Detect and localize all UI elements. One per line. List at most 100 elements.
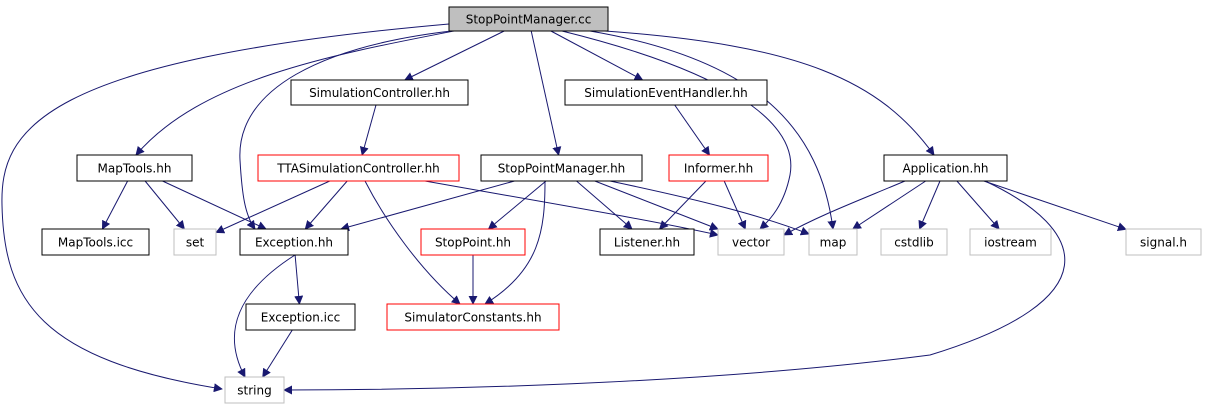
edge-maptools-to-set <box>144 180 185 230</box>
node-box-spmhh <box>480 154 643 182</box>
node-box-maptoolsicc <box>41 228 150 256</box>
edge-ttasim-to-set <box>215 180 331 234</box>
node-box-simctrl <box>290 79 469 106</box>
node-box-set <box>173 228 217 256</box>
edge-root-to-vector <box>561 30 792 230</box>
node-simctrl[interactable]: SimulationController.hh <box>290 79 469 106</box>
node-box-stoppoint <box>420 228 526 256</box>
node-iostream: iostream <box>969 228 1052 256</box>
edge-informer-to-listener <box>658 180 707 230</box>
node-label-ttasim: TTASimulationController.hh <box>276 162 440 176</box>
edge-maptools-to-maptoolsicc <box>101 180 129 230</box>
edge-root-to-app <box>604 30 935 156</box>
node-box-simevt <box>564 79 768 106</box>
node-box-app <box>883 154 1008 182</box>
edge-ttasim-to-vector <box>424 180 719 238</box>
node-label-signal: signal.h <box>1140 236 1187 250</box>
edge-app-to-string <box>283 180 1066 395</box>
node-label-simevt: SimulationEventHandler.hh <box>584 86 747 100</box>
node-vector: vector <box>717 228 785 256</box>
node-simconst[interactable]: SimulatorConstants.hh <box>386 303 560 331</box>
node-exceptionicc[interactable]: Exception.icc <box>245 303 356 331</box>
node-stoppoint[interactable]: StopPoint.hh <box>420 228 526 256</box>
node-label-informer: Informer.hh <box>684 162 753 176</box>
node-label-maptools: MapTools.hh <box>98 162 172 176</box>
edge-simevt-to-informer <box>674 104 711 156</box>
node-box-string <box>224 376 285 404</box>
node-box-signal <box>1125 228 1202 256</box>
edge-root-to-map <box>589 30 837 230</box>
node-app[interactable]: Application.hh <box>883 154 1008 182</box>
node-box-map <box>808 228 858 256</box>
edge-root-to-maptools <box>135 30 455 156</box>
node-spmhh[interactable]: StopPointManager.hh <box>480 154 643 182</box>
node-label-iostream: iostream <box>984 236 1037 250</box>
edge-root-to-spmhh <box>530 30 562 156</box>
node-label-listener: Listener.hh <box>614 236 680 250</box>
node-informer[interactable]: Informer.hh <box>668 154 769 182</box>
edge-ttasim-to-exception <box>304 180 348 230</box>
node-box-listener <box>599 228 695 256</box>
node-box-informer <box>668 154 769 182</box>
edge-app-to-vector <box>783 180 906 236</box>
edge-exception-to-string <box>233 254 296 378</box>
edge-maptools-to-exception <box>162 180 267 230</box>
node-box-root <box>448 6 609 32</box>
edge-root-to-simctrl <box>403 30 505 81</box>
node-ttasim[interactable]: TTASimulationController.hh <box>257 154 460 182</box>
node-box-exception <box>239 228 349 256</box>
edge-ttasim-to-simconst <box>364 180 461 305</box>
edge-layer <box>1 23 1127 395</box>
node-label-string: string <box>237 384 271 398</box>
edge-root-to-simevt <box>550 30 644 81</box>
node-simevt[interactable]: SimulationEventHandler.hh <box>564 79 768 106</box>
node-set: set <box>173 228 217 256</box>
node-label-cstdlib: cstdlib <box>894 236 933 250</box>
edge-root-to-string <box>1 23 450 393</box>
edge-exception-to-exceptionicc <box>294 254 304 305</box>
edge-app-to-iostream <box>956 180 1000 230</box>
node-box-cstdlib <box>880 228 948 256</box>
node-maptoolsicc[interactable]: MapTools.icc <box>41 228 150 256</box>
edge-spmhh-to-vector <box>594 180 719 231</box>
node-label-simctrl: SimulationController.hh <box>309 86 450 100</box>
edge-app-to-signal <box>983 180 1127 231</box>
edge-app-to-cstdlib <box>918 180 941 230</box>
edge-exceptionicc-to-string <box>262 329 293 378</box>
edge-root-to-exception <box>239 29 461 230</box>
node-label-stoppoint: StopPoint.hh <box>435 236 511 250</box>
node-label-set: set <box>186 236 205 250</box>
node-box-maptools <box>76 154 193 182</box>
edge-app-to-map <box>852 180 926 230</box>
node-label-app: Application.hh <box>902 162 988 176</box>
node-label-map: map <box>820 236 847 250</box>
edge-informer-to-vector <box>723 180 747 230</box>
node-layer: StopPointManager.ccSimulationController.… <box>41 6 1202 404</box>
node-label-exceptionicc: Exception.icc <box>261 311 340 325</box>
node-label-root: StopPointManager.cc <box>466 13 592 27</box>
node-label-spmhh: StopPointManager.hh <box>498 162 626 176</box>
node-signal: signal.h <box>1125 228 1202 256</box>
node-cstdlib: cstdlib <box>880 228 948 256</box>
node-box-ttasim <box>257 154 460 182</box>
node-box-exceptionicc <box>245 303 356 331</box>
edge-spmhh-to-exception <box>340 180 515 232</box>
edge-simctrl-to-ttasim <box>359 104 377 156</box>
node-exception[interactable]: Exception.hh <box>239 228 349 256</box>
node-box-vector <box>717 228 785 256</box>
node-root[interactable]: StopPointManager.cc <box>448 6 609 32</box>
node-label-vector: vector <box>732 236 770 250</box>
edge-spmhh-to-stoppoint <box>487 180 547 230</box>
node-box-iostream <box>969 228 1052 256</box>
node-listener[interactable]: Listener.hh <box>599 228 695 256</box>
edge-spmhh-to-listener <box>576 180 633 230</box>
edge-spmhh-to-simconst <box>484 180 546 305</box>
node-label-simconst: SimulatorConstants.hh <box>404 311 541 325</box>
node-label-maptoolsicc: MapTools.icc <box>58 236 133 250</box>
node-maptools[interactable]: MapTools.hh <box>76 154 193 182</box>
node-box-simconst <box>386 303 560 331</box>
node-map: map <box>808 228 858 256</box>
node-string: string <box>224 376 285 404</box>
node-label-exception: Exception.hh <box>255 236 333 250</box>
